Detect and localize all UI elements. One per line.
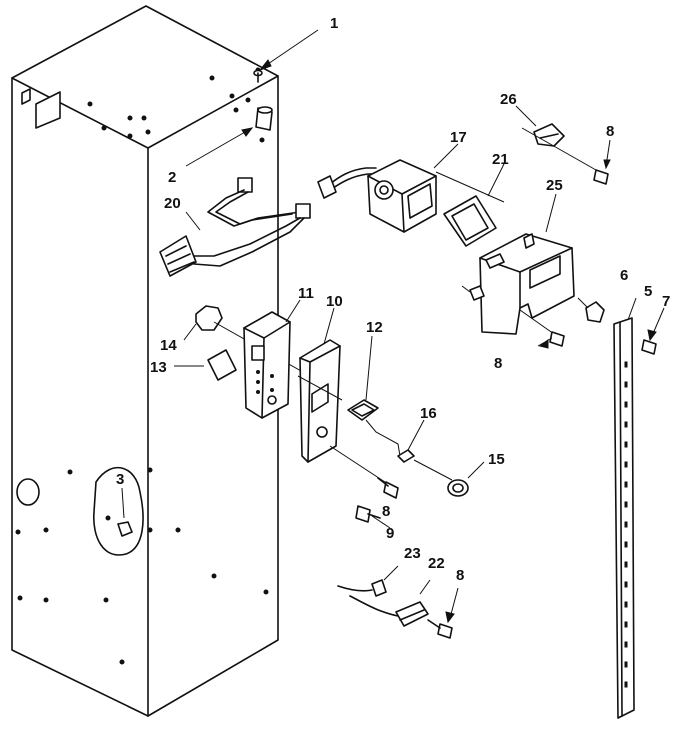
part-21-gasket: [443, 195, 497, 247]
part-8-screw-c: [593, 139, 611, 185]
part-7-screw: [641, 307, 665, 355]
callout-17: 17: [450, 129, 467, 146]
part-6-clip: [577, 297, 605, 323]
side-panel-holes: [15, 137, 269, 665]
callout-14: 14: [160, 337, 177, 354]
part-26-clip: [521, 123, 597, 171]
part-8-screw-d: [427, 587, 459, 639]
part-22-switch: [349, 579, 431, 627]
callout-15: 15: [488, 451, 505, 468]
callout-8-top: 8: [606, 123, 614, 140]
part-2-capacitor: [185, 106, 273, 167]
part-1-pin: [253, 29, 319, 83]
top-panel-tab: [21, 88, 31, 105]
callout-8-lower: 8: [456, 567, 464, 584]
cabinet-liner: [11, 5, 279, 717]
part-23-connector: [337, 565, 399, 597]
part-25-housing: [461, 233, 575, 335]
part-8-screw-b: [537, 331, 565, 349]
callout-11: 11: [298, 285, 314, 302]
callout-21: 21: [492, 151, 509, 168]
part-15-button: [447, 479, 469, 497]
callout-26: 26: [500, 91, 517, 108]
part-9-screw: [355, 505, 381, 523]
callout-6: 6: [620, 267, 628, 284]
part-8-screw-a: [329, 445, 399, 499]
callout-22: 22: [428, 555, 445, 572]
callout-10: 10: [326, 293, 343, 310]
callout-23: 23: [404, 545, 421, 562]
callout-3: 3: [116, 471, 124, 488]
part-17-control: [317, 159, 505, 233]
callout-12: 12: [366, 319, 383, 336]
callout-25: 25: [546, 177, 563, 194]
part-10-bracket: [297, 339, 343, 463]
side-panel-opening: [16, 478, 40, 506]
callout-1: 1: [330, 15, 338, 32]
part-11-bracket: [243, 311, 291, 419]
part-3-patch: [93, 466, 144, 556]
callout-20: 20: [164, 195, 181, 212]
top-panel-window: [35, 91, 61, 129]
callout-5: 5: [644, 283, 652, 300]
leader-lines: [174, 105, 557, 529]
part-5-rail: [613, 297, 637, 719]
top-panel-holes: [87, 67, 261, 139]
part-16-connector: [397, 449, 453, 481]
part-12-plate: [347, 399, 401, 457]
callout-16: 16: [420, 405, 437, 422]
callout-13: 13: [150, 359, 167, 376]
callout-8-housing: 8: [494, 355, 502, 372]
callout-2: 2: [168, 169, 176, 186]
part-13-label: [207, 349, 237, 381]
callout-labels: 1 2 3 5 6 7 8 8 8 8 9 10 11 12 13 14 15 …: [116, 15, 670, 584]
callout-8-middle: 8: [382, 503, 390, 520]
part-20-wire-harness: [159, 177, 311, 277]
callout-9: 9: [386, 525, 394, 542]
callout-7: 7: [662, 293, 670, 310]
